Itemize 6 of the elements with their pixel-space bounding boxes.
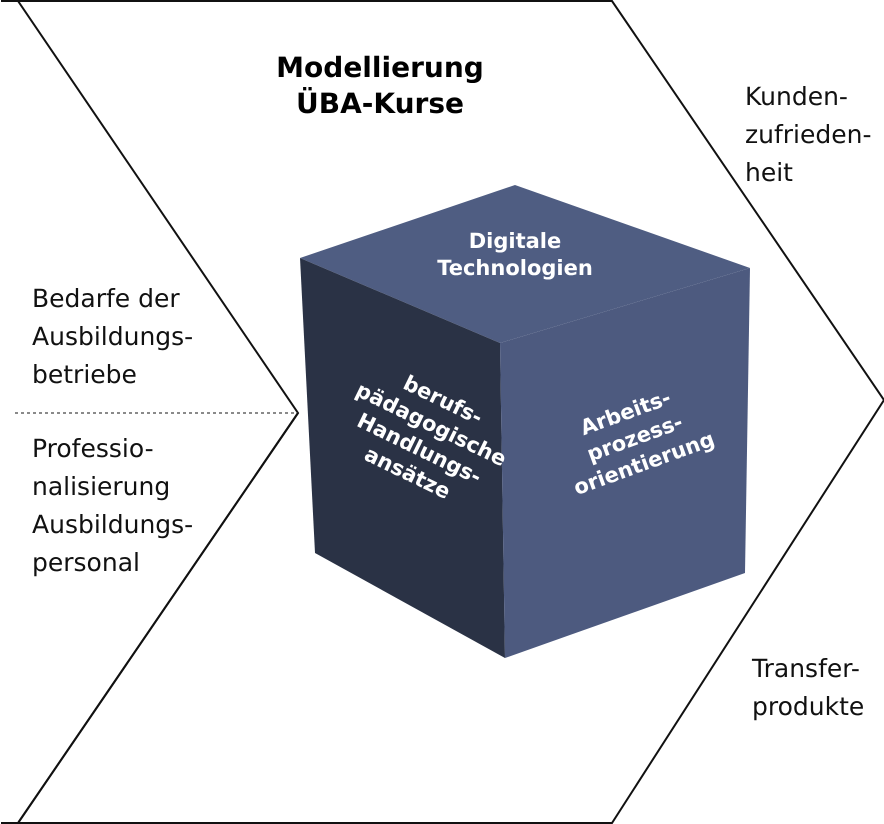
face-label: Digitale Technologien: [436, 228, 594, 282]
band-label: Bedarfe der Ausbildungs- betriebe: [32, 283, 194, 391]
band-label: Transfer- produkte: [752, 653, 866, 723]
heading: Modellierung ÜBA-Kurse: [275, 50, 485, 122]
band-label: Professio- nalisierung Ausbildungs- personal: [32, 433, 194, 579]
band-label: Kunden- zufrieden- heit: [745, 81, 872, 189]
